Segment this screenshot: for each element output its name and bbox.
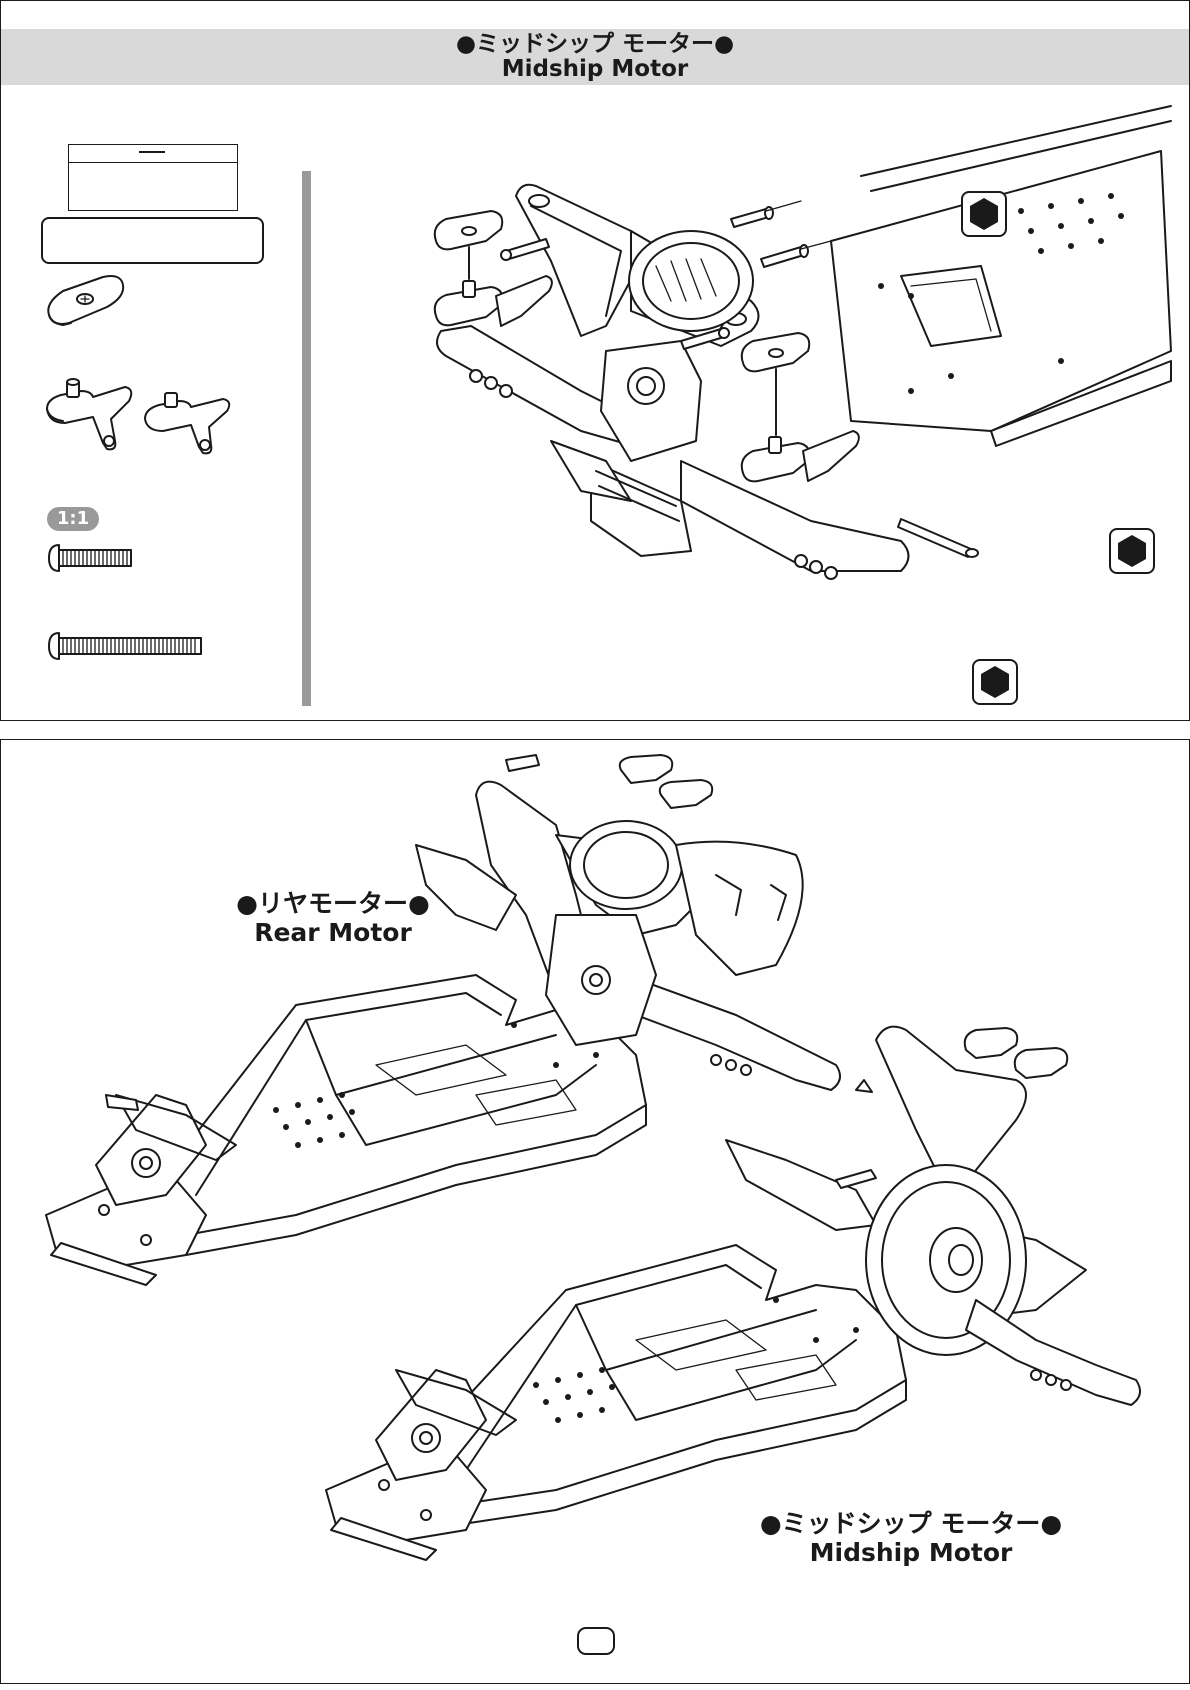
section-divider (302, 171, 311, 706)
wing-mount-icon (45, 379, 145, 454)
step-panel: ●ミッドシップ モーター● Midship Motor 1:1 (0, 0, 1190, 721)
hex-wrench-icon (961, 191, 1007, 237)
scale-badge: 1:1 (47, 507, 99, 531)
comparison-panel: ●リヤモーター● Rear Motor ●ミッドシップ モーター● Midshi… (0, 739, 1190, 1684)
wing-mount-icon (143, 393, 243, 458)
step-title-jp: ●ミッドシップ モーター● (1, 29, 1189, 57)
button-head-screw-icon (47, 543, 133, 573)
midship-motor-chassis-illustration (316, 1010, 1176, 1690)
button-head-screw-icon (47, 631, 203, 661)
oval-spacer-icon (45, 275, 127, 331)
assembly-illustration (431, 101, 1171, 641)
page-number-box (577, 1627, 615, 1655)
part-number-box (68, 144, 238, 211)
step-title-en: Midship Motor (1, 57, 1189, 82)
hex-wrench-icon (1109, 528, 1155, 574)
step-header: ●ミッドシップ モーター● Midship Motor (1, 29, 1189, 85)
part-name-box (41, 217, 264, 264)
part-number-divider (69, 162, 237, 163)
part-number-dash (139, 151, 165, 153)
hex-wrench-icon (972, 659, 1018, 705)
